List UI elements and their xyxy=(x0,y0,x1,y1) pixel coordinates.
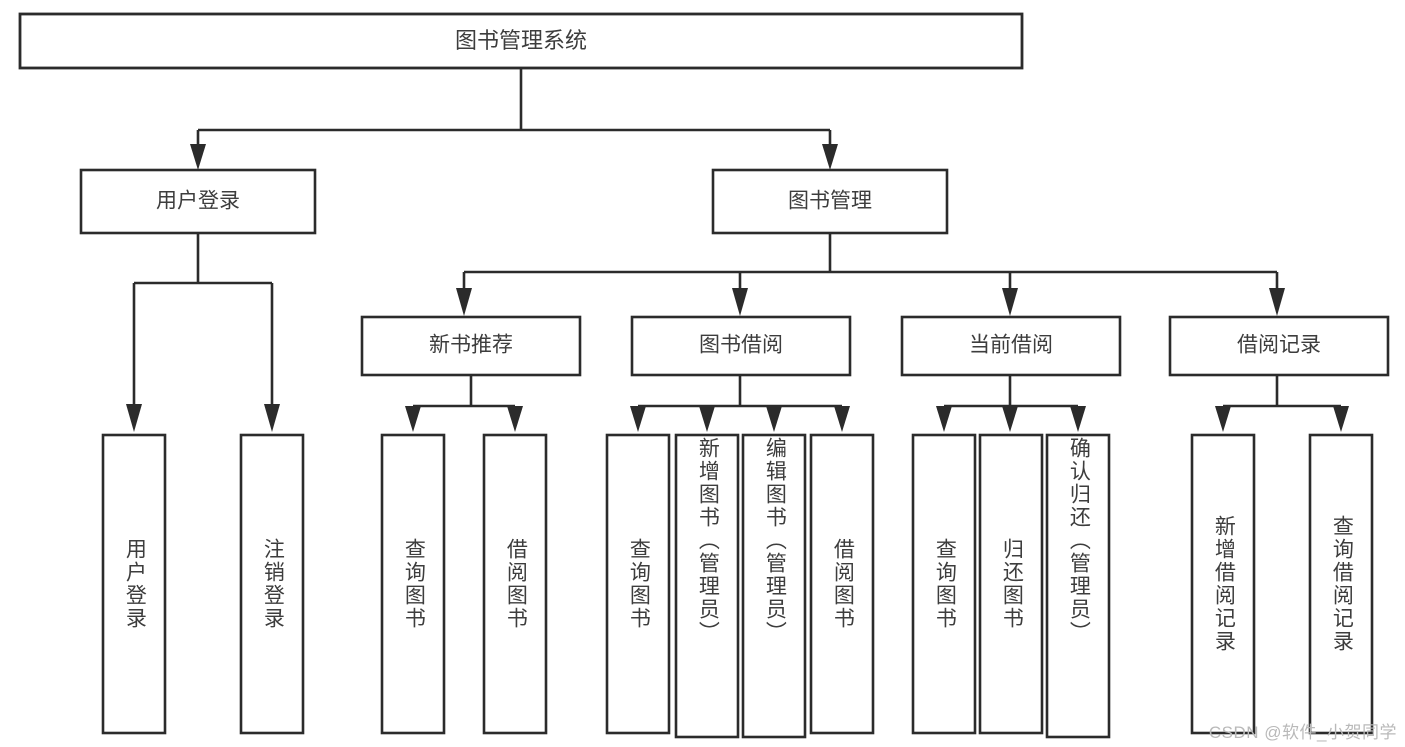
leaf-box-nb-borrow-book[interactable] xyxy=(482,433,548,735)
arrow-head-br-query-record xyxy=(1333,406,1349,432)
leaf-box-cb-confirm-return[interactable] xyxy=(1045,433,1111,739)
leaf-box-user-login[interactable] xyxy=(101,433,167,735)
leaf-group-user-login xyxy=(101,433,305,735)
node-borrow-record[interactable]: 借阅记录 xyxy=(1168,315,1390,377)
node-box-user-login[interactable] xyxy=(79,168,317,235)
node-user-login[interactable]: 用户登录 xyxy=(79,168,317,235)
node-label-current-borrow: 当前借阅 xyxy=(969,334,1053,357)
leaf-box-bb-borrow-book[interactable] xyxy=(809,433,875,735)
arrow-head-user-login xyxy=(190,144,206,170)
connector-group-user-login xyxy=(126,233,280,432)
arrow-head-leaf-logout xyxy=(264,404,280,432)
arrow-head-borrow-record xyxy=(1269,288,1285,316)
arrow-head-cb-confirm-return xyxy=(1070,406,1086,432)
arrow-head-bb-query-book xyxy=(630,406,646,432)
arrow-head-current-borrow xyxy=(1002,288,1018,316)
leaf-box-bb-edit-book[interactable] xyxy=(741,433,807,739)
node-box-current-borrow[interactable] xyxy=(900,315,1122,377)
leaf-group-book-borrow xyxy=(605,433,875,739)
leaf-box-br-add-record[interactable] xyxy=(1190,433,1256,735)
node-box-book-management[interactable] xyxy=(711,168,949,235)
arrow-head-book-borrow xyxy=(732,288,748,316)
node-box-new-book-recommend[interactable] xyxy=(360,315,582,377)
arrow-head-nb-query-book xyxy=(405,406,421,432)
leaf-group-current-borrow xyxy=(911,433,1111,739)
node-box-borrow-record[interactable] xyxy=(1168,315,1390,377)
node-label-user-login: 用户登录 xyxy=(156,190,240,213)
node-new-book-recommend[interactable]: 新书推荐 xyxy=(360,315,582,377)
connector-group-root xyxy=(190,68,838,170)
node-label-borrow-record: 借阅记录 xyxy=(1237,334,1321,357)
connector-group-book-borrow xyxy=(630,375,850,432)
node-label-new-book-recommend: 新书推荐 xyxy=(429,334,513,357)
node-box-root[interactable] xyxy=(18,12,1024,70)
arrow-head-new-book xyxy=(456,288,472,316)
node-label-book-management: 图书管理 xyxy=(788,190,872,213)
arrow-head-bb-add-book xyxy=(699,406,715,432)
leaf-group-borrow-record xyxy=(1190,433,1374,735)
leaf-box-logout[interactable] xyxy=(239,433,305,735)
arrow-head-bb-edit-book xyxy=(766,406,782,432)
leaf-box-br-query-record[interactable] xyxy=(1308,433,1374,735)
node-label-book-borrow: 图书借阅 xyxy=(699,334,783,357)
connector-group-borrow-record xyxy=(1215,375,1349,432)
leaf-group-new-book-recommend xyxy=(380,433,548,735)
arrow-head-leaf-user-login xyxy=(126,404,142,432)
leaf-box-cb-return-book[interactable] xyxy=(978,433,1044,735)
arrow-head-bb-borrow-book xyxy=(834,406,850,432)
node-label-root: 图书管理系统 xyxy=(455,28,587,53)
arrow-head-nb-borrow-book xyxy=(507,406,523,432)
arrow-head-br-add-record xyxy=(1215,406,1231,432)
leaf-box-bb-add-book[interactable] xyxy=(674,433,740,739)
leaf-box-nb-query-book[interactable] xyxy=(380,433,446,735)
node-root[interactable]: 图书管理系统 xyxy=(18,12,1024,70)
connector-group-book-mgmt xyxy=(456,233,1285,316)
node-book-management[interactable]: 图书管理 xyxy=(711,168,949,235)
arrow-head-book-mgmt xyxy=(822,144,838,170)
leaf-box-cb-query-book[interactable] xyxy=(911,433,977,735)
watermark-text: CSDN @软件_小贺同学 xyxy=(1208,723,1397,742)
node-box-book-borrow[interactable] xyxy=(630,315,852,377)
leaf-box-bb-query-book[interactable] xyxy=(605,433,671,735)
connector-group-current-borrow xyxy=(936,375,1086,432)
node-current-borrow[interactable]: 当前借阅 xyxy=(900,315,1122,377)
arrow-head-cb-return-book xyxy=(1002,406,1018,432)
connector-group-new-book xyxy=(405,375,523,432)
arrow-head-cb-query-book xyxy=(936,406,952,432)
node-book-borrow[interactable]: 图书借阅 xyxy=(630,315,852,377)
